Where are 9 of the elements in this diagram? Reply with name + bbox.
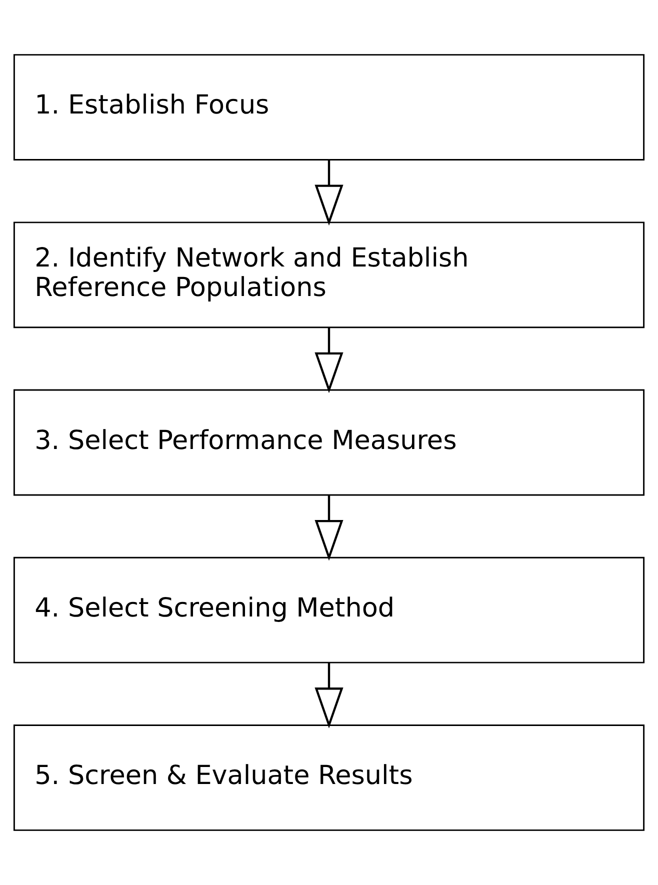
arrow	[314, 160, 344, 226]
node-box: 4. Select Screening Method	[13, 556, 645, 664]
arrow	[314, 328, 344, 394]
node-box: 3. Select Performance Measures	[13, 389, 645, 496]
node-box: 5. Screen & Evaluate Results	[13, 724, 645, 831]
arrow	[314, 495, 344, 561]
node-box: 2. Identify Network and Establish Reference Populations	[13, 222, 645, 328]
arrow	[314, 662, 344, 728]
node-box: 1. Establish Focus	[13, 54, 645, 160]
